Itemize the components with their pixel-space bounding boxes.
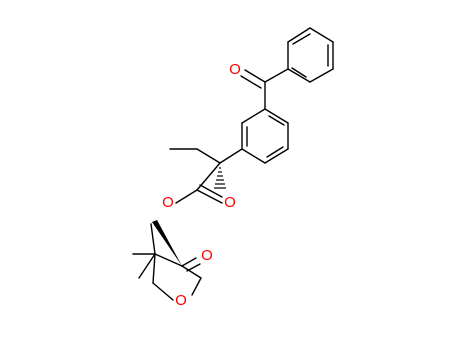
ester-oxygen-label: O — [162, 194, 174, 211]
ring-oxygen-label: O — [175, 292, 187, 309]
ketone-oxygen-label: O — [229, 61, 241, 78]
propanoate-bonds — [169, 148, 243, 204]
ester-carbonyl-oxygen-label: O — [224, 194, 236, 211]
ester-alpha-bond — [196, 162, 221, 191]
atom-labels: O O O O O — [162, 61, 241, 309]
lactone-carbonyl-oxygen-label: O — [201, 247, 213, 264]
solid-wedge-bond — [152, 220, 182, 266]
hashed-wedge-link — [196, 148, 221, 164]
phenyl-ring — [287, 27, 334, 83]
ketone-bonds — [240, 68, 289, 110]
benzene-ring — [241, 108, 289, 164]
lactone-ring — [132, 223, 202, 301]
bonds — [132, 27, 334, 301]
hashed-wedge-bond — [214, 167, 226, 189]
